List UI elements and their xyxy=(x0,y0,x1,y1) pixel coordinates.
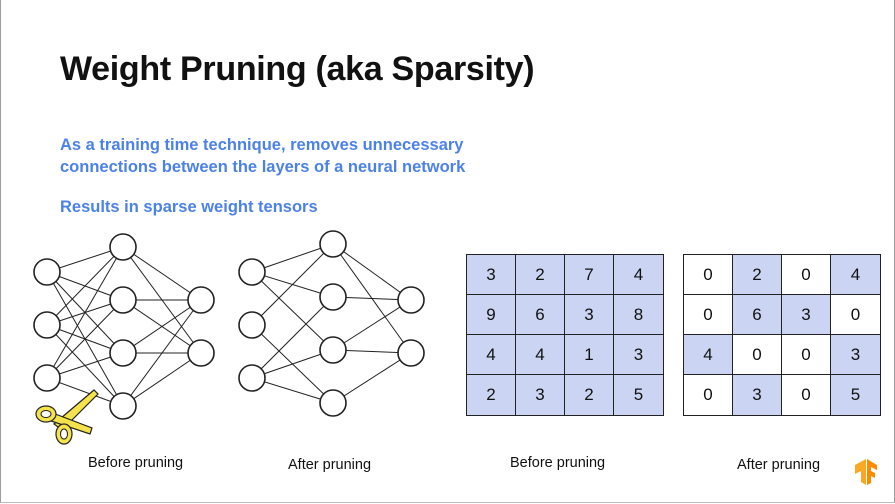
before-edge-h3-o1 xyxy=(122,352,202,407)
before-edge-i1-h0 xyxy=(46,246,124,326)
after-edge-i1-h0 xyxy=(251,243,334,326)
caption-network-after: After pruning xyxy=(288,457,372,473)
matrix-after-cell-r2-c1: 0 xyxy=(733,335,782,375)
after-edge-i2-h2 xyxy=(251,349,334,379)
after-input-node-1 xyxy=(238,311,266,339)
after-edge-h0-o0 xyxy=(332,243,412,301)
before-hidden-node-1 xyxy=(109,286,137,314)
matrix-before-cell-r1-c2: 3 xyxy=(565,295,614,335)
after-edge-i0-h2 xyxy=(251,271,334,351)
matrix-after-cell-r0-c1: 2 xyxy=(733,255,782,295)
after-hidden-node-3 xyxy=(319,389,347,417)
matrix-after-cell-r0-c3: 4 xyxy=(831,255,880,295)
matrix-after-cell-r2-c0: 4 xyxy=(684,335,733,375)
after-hidden-node-1 xyxy=(319,283,347,311)
matrix-before-cell-r2-c2: 1 xyxy=(565,335,614,375)
matrix-before-cell-r0-c3: 4 xyxy=(614,255,663,295)
before-output-node-0 xyxy=(187,286,215,314)
matrix-after-cell-r3-c3: 5 xyxy=(831,375,880,415)
after-input-node-2 xyxy=(238,364,266,392)
matrix-before-cell-r0-c1: 2 xyxy=(516,255,565,295)
before-edge-i2-h0 xyxy=(46,246,124,379)
matrix-after-cell-r1-c1: 6 xyxy=(733,295,782,335)
matrix-before-cell-r1-c3: 8 xyxy=(614,295,663,335)
before-input-node-0 xyxy=(33,258,61,286)
matrix-before-cell-r1-c0: 9 xyxy=(467,295,516,335)
after-edge-i2-h1 xyxy=(251,296,334,379)
matrix-after-cell-r1-c3: 0 xyxy=(831,295,880,335)
before-input-node-2 xyxy=(33,364,61,392)
tensorflow-logo-icon xyxy=(855,459,877,485)
caption-matrix-after: After pruning xyxy=(737,457,821,473)
before-hidden-node-3 xyxy=(109,392,137,420)
after-edge-i2-h3 xyxy=(251,377,334,404)
matrix-before-cell-r0-c2: 7 xyxy=(565,255,614,295)
after-hidden-node-0 xyxy=(319,230,347,258)
slide-title: Weight Pruning (aka Sparsity) xyxy=(60,50,535,88)
matrix-after-cell-r2-c2: 0 xyxy=(782,335,831,375)
scissors-icon xyxy=(35,389,99,445)
after-edge-h2-o0 xyxy=(332,299,412,351)
network-before-pruning xyxy=(33,233,215,445)
matrix-after-cell-r0-c2: 0 xyxy=(782,255,831,295)
matrix-before-cell-r2-c1: 4 xyxy=(516,335,565,375)
matrix-after-cell-r3-c0: 0 xyxy=(684,375,733,415)
before-edge-h2-o0 xyxy=(122,299,202,354)
matrix-before-cell-r1-c1: 6 xyxy=(516,295,565,335)
matrix-before-cell-r3-c1: 3 xyxy=(516,375,565,415)
matrix-before-cell-r3-c3: 5 xyxy=(614,375,663,415)
before-input-node-1 xyxy=(33,311,61,339)
before-edge-h3-o0 xyxy=(122,299,202,407)
matrix-after-cell-r3-c1: 3 xyxy=(733,375,782,415)
matrix-before-cell-r3-c2: 2 xyxy=(565,375,614,415)
before-hidden-node-2 xyxy=(109,339,137,367)
description-line-1: As a training time technique, removes un… xyxy=(60,136,466,176)
matrix-after-cell-r3-c2: 0 xyxy=(782,375,831,415)
after-edge-h3-o1 xyxy=(332,352,412,404)
matrix-after-cell-r1-c2: 3 xyxy=(782,295,831,335)
matrix-before-cell-r2-c3: 3 xyxy=(614,335,663,375)
after-edge-i0-h0 xyxy=(251,243,334,273)
after-output-node-0 xyxy=(397,286,425,314)
matrix-before-cell-r0-c0: 3 xyxy=(467,255,516,295)
after-hidden-node-2 xyxy=(319,336,347,364)
caption-matrix-before: Before pruning xyxy=(510,455,606,471)
before-hidden-node-0 xyxy=(109,233,137,261)
matrix-before-cell-r3-c0: 2 xyxy=(467,375,516,415)
before-output-node-1 xyxy=(187,339,215,367)
after-input-node-0 xyxy=(238,258,266,286)
caption-network-before: Before pruning xyxy=(88,455,184,471)
matrix-after-cell-r1-c0: 0 xyxy=(684,295,733,335)
before-edge-i2-h1 xyxy=(46,299,124,379)
network-after-pruning xyxy=(238,230,425,417)
description-line-2: Results in sparse weight tensors xyxy=(60,198,318,216)
after-output-node-1 xyxy=(397,339,425,367)
matrix-after-cell-r0-c0: 0 xyxy=(684,255,733,295)
before-edge-h0-o0 xyxy=(122,246,202,301)
matrix-after-cell-r2-c3: 3 xyxy=(831,335,880,375)
matrix-before-cell-r2-c0: 4 xyxy=(467,335,516,375)
